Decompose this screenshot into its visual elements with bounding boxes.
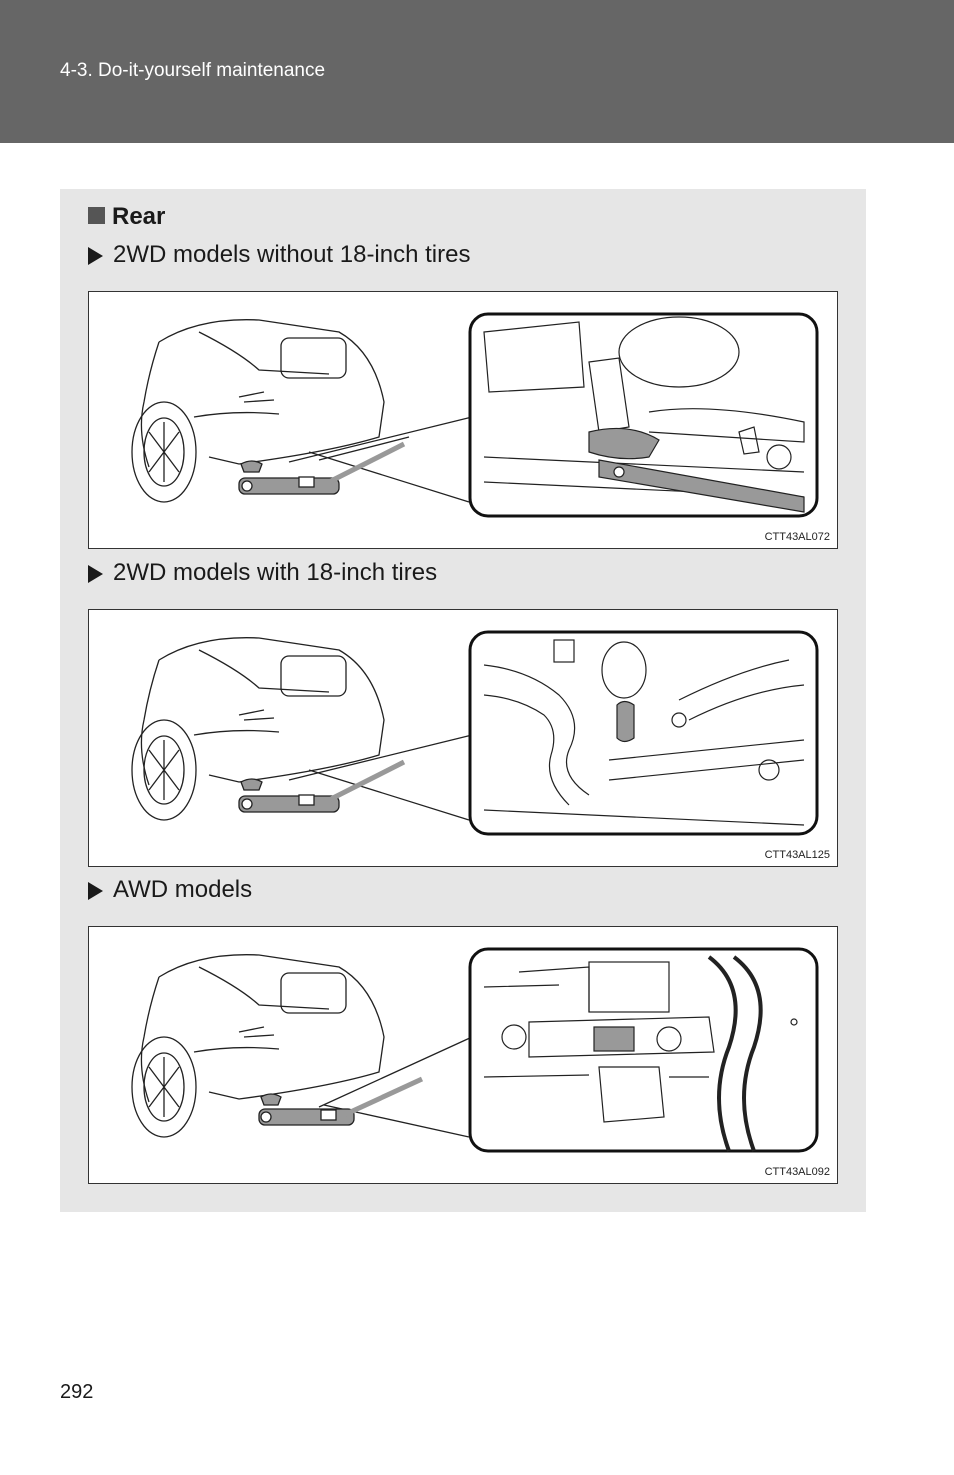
figure-2wd-with-18in: CTT43AL125 xyxy=(88,609,838,867)
page-number: 292 xyxy=(60,1381,94,1403)
figure-label-1: 2WD models without 18-inch tires xyxy=(88,241,470,269)
section-title: 4-3. Do-it-yourself maintenance xyxy=(60,60,326,81)
triangle-bullet-icon xyxy=(88,565,103,583)
figure-awd: CTT43AL092 xyxy=(88,926,838,1184)
heading-text: Rear xyxy=(112,203,166,230)
figure-code: CTT43AL125 xyxy=(764,849,830,861)
square-bullet-icon xyxy=(88,207,105,224)
jack-point-illustration xyxy=(131,630,819,836)
figure-label-2: 2WD models with 18-inch tires xyxy=(88,559,437,587)
section-heading: Rear xyxy=(88,203,165,231)
jack-point-illustration xyxy=(131,947,819,1153)
triangle-bullet-icon xyxy=(88,247,103,265)
figure-label-3: AWD models xyxy=(88,876,252,904)
triangle-bullet-icon xyxy=(88,882,103,900)
figure-code: CTT43AL092 xyxy=(764,1166,830,1178)
jack-point-illustration xyxy=(131,312,819,518)
figure-code: CTT43AL072 xyxy=(764,531,830,543)
page-header: 4-3. Do-it-yourself maintenance xyxy=(0,0,954,143)
figure-2wd-without-18in: CTT43AL072 xyxy=(88,291,838,549)
